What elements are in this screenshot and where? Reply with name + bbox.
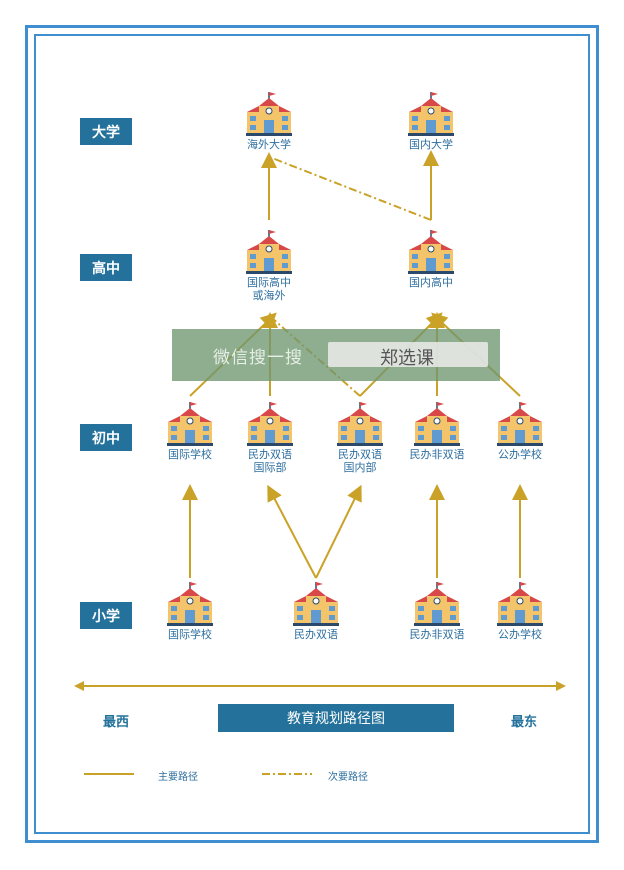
node-ps-private-bilingual: 民办双语 <box>286 580 346 641</box>
school-building-icon <box>293 582 339 626</box>
node-ps-private-nonbilingual: 民办非双语 <box>407 580 467 641</box>
node-label: 民办双语 <box>294 628 338 641</box>
node-ms-private-nonbilingual: 民办非双语 <box>407 400 467 461</box>
node-label: 民办非双语 <box>409 628 465 641</box>
watermark-text: 微信搜一搜 <box>213 348 303 368</box>
node-label: 公办学校 <box>498 448 542 461</box>
node-uni-domestic: 国内大学 <box>401 90 461 151</box>
axis-label-west: 最西 <box>103 715 130 730</box>
school-building-icon <box>246 92 292 136</box>
node-label: 民办非双语 <box>409 448 465 461</box>
level-high-school: 高中 <box>80 254 132 281</box>
node-ms-intl: 国际学校 <box>160 400 220 461</box>
school-building-icon <box>167 582 213 626</box>
watermark-search-box <box>328 342 488 367</box>
level-middle-school: 初中 <box>80 424 132 451</box>
diagram-title: 教育规划路径图 <box>218 704 454 732</box>
axis-label-east: 最东 <box>511 715 538 730</box>
school-building-icon <box>408 230 454 274</box>
level-university: 大学 <box>80 118 132 145</box>
node-label: 民办双语 国内部 <box>338 448 382 474</box>
node-hs-domestic: 国内高中 <box>401 228 461 289</box>
node-label: 国际高中 或海外 <box>247 276 291 302</box>
axis-arrow-east <box>556 681 566 691</box>
school-building-icon <box>246 230 292 274</box>
school-building-icon <box>497 402 543 446</box>
node-label: 国内高中 <box>409 276 453 289</box>
school-building-icon <box>167 402 213 446</box>
node-label: 国际学校 <box>168 628 212 641</box>
node-label: 海外大学 <box>247 138 291 151</box>
school-building-icon <box>337 402 383 446</box>
node-ms-private-bilingual-domestic: 民办双语 国内部 <box>330 400 390 474</box>
school-building-icon <box>414 402 460 446</box>
school-building-icon <box>408 92 454 136</box>
legend-primary-label: 主要路径 <box>158 772 198 783</box>
node-uni-overseas: 海外大学 <box>239 90 299 151</box>
legend-secondary-label: 次要路径 <box>328 772 368 783</box>
node-hs-intl: 国际高中 或海外 <box>239 228 299 302</box>
school-building-icon <box>414 582 460 626</box>
node-label: 国内大学 <box>409 138 453 151</box>
path-ps-bilingual-to-ms-bilingual-domestic <box>315 484 362 579</box>
outer-frame <box>25 25 599 843</box>
secondary-path-hs-domestic-to-uni-overseas <box>271 157 432 221</box>
school-building-icon <box>497 582 543 626</box>
node-label: 民办双语 国际部 <box>248 448 292 474</box>
level-primary-school: 小学 <box>80 602 132 629</box>
inner-frame <box>34 34 590 834</box>
node-ms-private-bilingual-intl: 民办双语 国际部 <box>240 400 300 474</box>
path-ps-bilingual-to-ms-bilingual-intl <box>267 484 317 579</box>
watermark-search-text: 郑选课 <box>380 348 434 369</box>
node-label: 公办学校 <box>498 628 542 641</box>
node-label: 国际学校 <box>168 448 212 461</box>
node-ps-public: 公办学校 <box>490 580 550 641</box>
node-ps-intl: 国际学校 <box>160 580 220 641</box>
school-building-icon <box>247 402 293 446</box>
axis-arrow-west <box>74 681 84 691</box>
node-ms-public: 公办学校 <box>490 400 550 461</box>
